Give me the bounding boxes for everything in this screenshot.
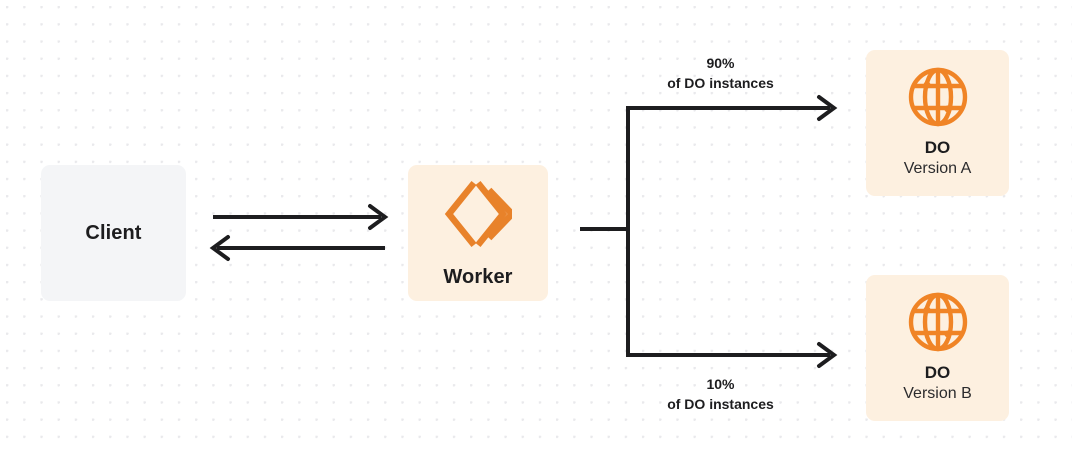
node-do-version-a-label: DO — [924, 137, 951, 157]
node-client: Client — [41, 165, 186, 301]
edge-label-do-a: 90% of DO instances — [613, 53, 828, 94]
edge-client-to-worker-arrowhead — [368, 204, 389, 230]
edge-worker-to-do-b-arrowhead — [817, 342, 838, 368]
edge-label-do-b: 10% of DO instances — [613, 374, 828, 415]
cloudflare-workers-icon — [444, 178, 517, 250]
node-worker-label: Worker — [443, 266, 513, 288]
edge-client-to-worker — [213, 204, 389, 230]
edge-worker-to-client — [209, 235, 385, 261]
edge-worker-to-client-arrowhead — [209, 235, 230, 261]
edge-worker-to-do-a-arrowhead — [817, 95, 838, 121]
edge-worker-to-do-b — [626, 342, 838, 368]
node-do-version-a: DO Version A — [866, 50, 1009, 196]
node-do-version-a-sublabel: Version A — [903, 160, 972, 178]
node-do-version-b: DO Version B — [866, 275, 1009, 421]
edge-label-do-b-description: of DO instances — [667, 396, 774, 413]
edge-label-do-a-percent: 90% — [706, 55, 735, 71]
edge-label-do-b-percent: 10% — [706, 376, 735, 392]
durable-object-globe-icon — [907, 66, 969, 128]
node-do-version-b-label: DO — [924, 362, 951, 382]
node-worker: Worker — [408, 165, 548, 301]
node-do-version-b-sublabel: Version B — [903, 385, 972, 403]
durable-object-globe-icon — [907, 291, 969, 353]
edge-worker-split-trunk — [580, 108, 630, 355]
edge-label-do-a-description: of DO instances — [667, 75, 774, 92]
node-client-label: Client — [85, 222, 142, 244]
edge-worker-to-do-a — [626, 95, 838, 121]
